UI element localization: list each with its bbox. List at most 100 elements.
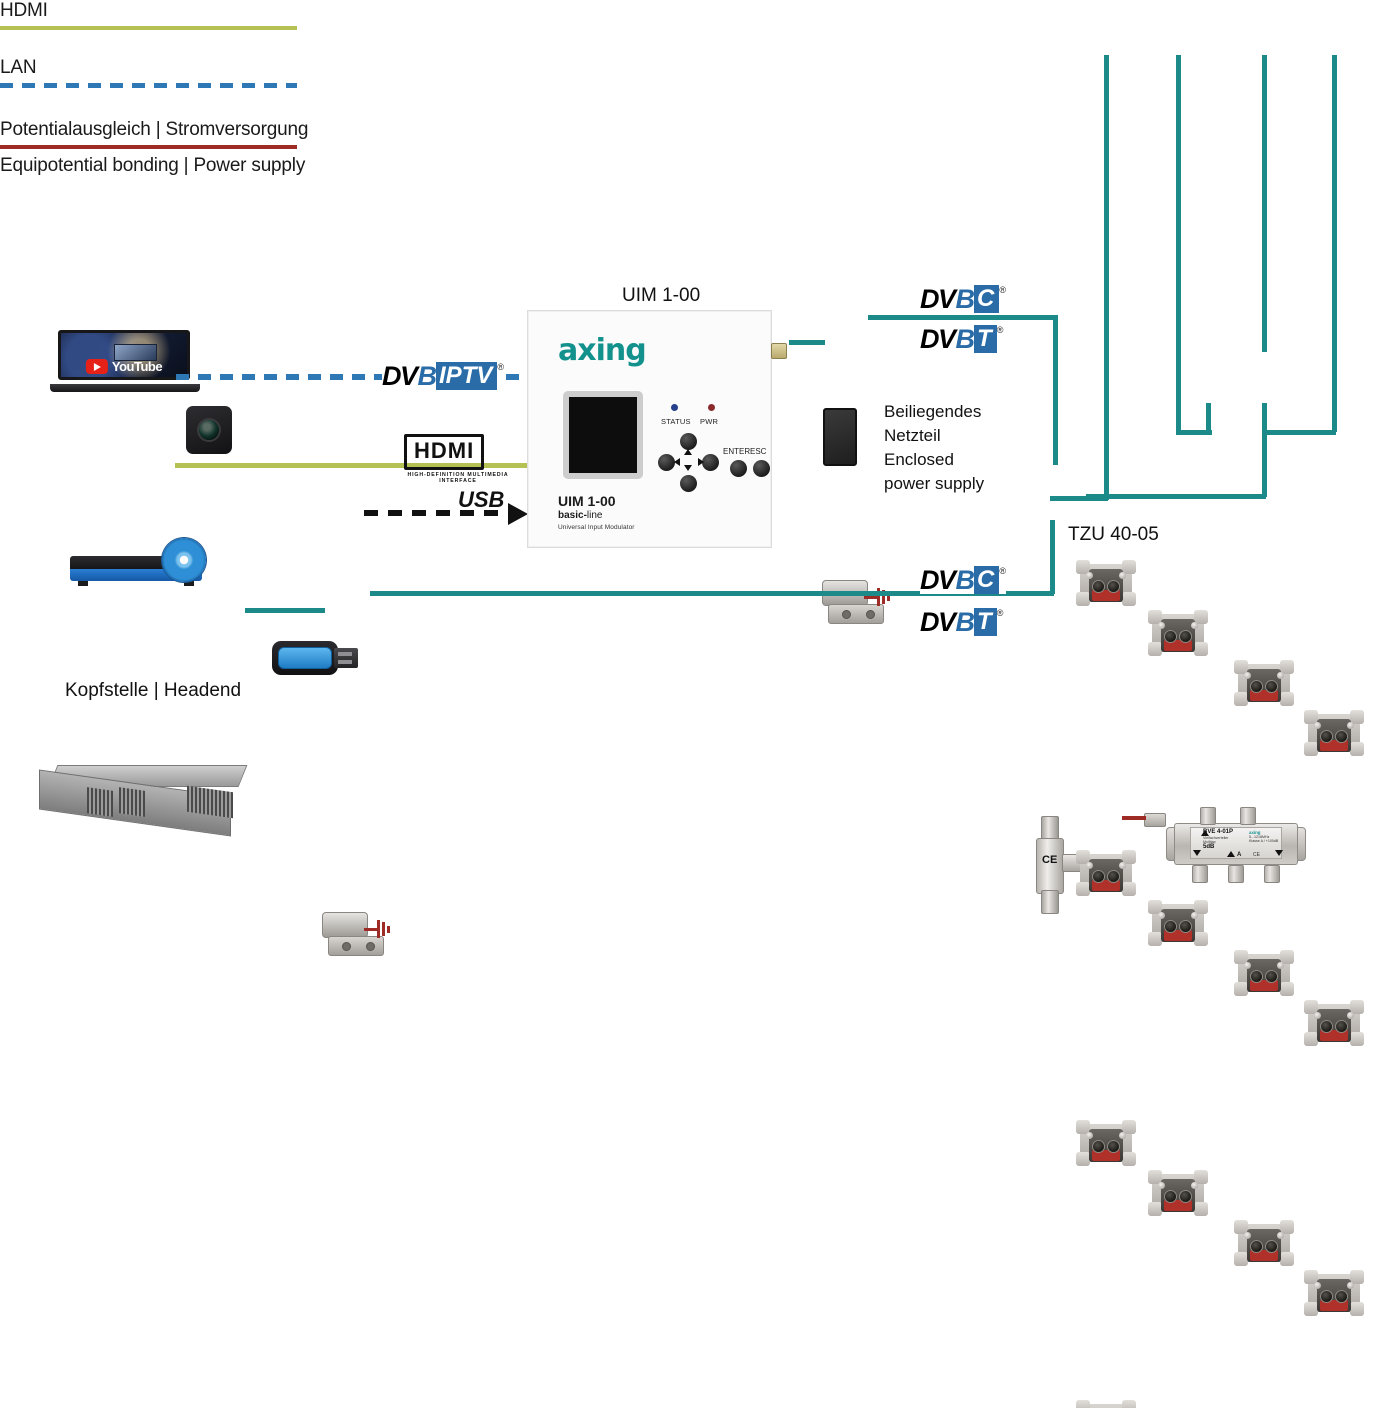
splitter-ground-tab xyxy=(1144,813,1166,827)
outlet-screw xyxy=(1347,722,1354,729)
psu-line-3: Enclosed xyxy=(884,450,954,469)
device-model-label: UIM 1-00 xyxy=(558,493,616,509)
outlet-ear xyxy=(1304,1302,1318,1316)
outlet-ear xyxy=(1234,660,1248,674)
badge-dvb-t-top: DV B T ® xyxy=(920,324,1004,354)
tzu-label: TZU 40-05 xyxy=(1068,524,1159,545)
status-led-icon xyxy=(671,404,678,411)
outlet-ear xyxy=(1076,1152,1090,1166)
outlet-screw xyxy=(1314,722,1321,729)
camera-lens-icon xyxy=(197,418,221,442)
cable-power-horizontal xyxy=(770,512,838,517)
outlet-screw xyxy=(1347,1012,1354,1019)
badge-registered-mark: ® xyxy=(996,608,1004,618)
outlet-ear xyxy=(1148,610,1162,624)
outlet-ear xyxy=(1122,1152,1136,1166)
tzu-body xyxy=(1036,838,1064,894)
outlet-ear xyxy=(1280,1252,1294,1266)
navigation-pad[interactable] xyxy=(658,433,719,492)
headend-label: Kopfstelle | Headend xyxy=(65,680,242,701)
outlet-ear xyxy=(1076,1400,1090,1408)
outlet-red-insert xyxy=(1250,690,1278,701)
outlet-screw xyxy=(1314,1012,1321,1019)
outlet-ear xyxy=(1122,882,1136,896)
outlet-tv-socket-icon xyxy=(1320,1290,1333,1303)
ground-symbol-icon xyxy=(864,588,890,606)
outlet-tv-socket-icon xyxy=(1092,870,1105,883)
usb-connector xyxy=(334,648,358,668)
wall-outlet xyxy=(1234,948,1294,998)
axing-logo: axing xyxy=(558,333,647,368)
esc-button-group[interactable]: ESC xyxy=(750,447,770,477)
chevron-right-icon xyxy=(698,458,704,466)
outlet-ear xyxy=(1234,1252,1248,1266)
outlet-ear xyxy=(1280,692,1294,706)
ground-symbol-icon xyxy=(364,920,390,938)
outlet-ear xyxy=(1122,592,1136,606)
cable-coax-column1-feed xyxy=(1050,496,1108,501)
outlet-ear xyxy=(1194,642,1208,656)
nav-down-button[interactable] xyxy=(680,475,697,492)
outlet-tv-socket-icon xyxy=(1320,730,1333,743)
bve-splitter-device: BVE 4-01P Vielfachverteiler Multitap 5dB… xyxy=(1122,807,1306,885)
power-led-icon xyxy=(708,404,715,411)
outlet-radio-socket-icon xyxy=(1265,680,1278,693)
led-power-group: PWR xyxy=(700,404,718,426)
hdmi-wordmark: HDMI xyxy=(414,438,475,463)
cable-coax-riser xyxy=(1053,315,1058,465)
cable-coax-uim-to-ground xyxy=(789,340,825,345)
outlet-tv-socket-icon xyxy=(1250,1240,1263,1253)
cable-coax-headend-long xyxy=(370,591,1054,596)
youtube-wordmark: YouTube xyxy=(111,359,163,374)
esc-button[interactable] xyxy=(753,460,770,477)
tzu-input-port xyxy=(1041,816,1059,840)
tzu-output-port xyxy=(1041,890,1059,914)
legend-rule-hdmi xyxy=(0,26,297,30)
uim-device: axing STATUS PWR ENTER ESC xyxy=(527,310,787,548)
splitter-label-plate: BVE 4-01P Vielfachverteiler Multitap 5dB… xyxy=(1190,827,1283,859)
mounting-hole xyxy=(842,610,851,619)
outlet-red-insert xyxy=(1092,590,1120,601)
outlet-screw xyxy=(1119,862,1126,869)
enter-button[interactable] xyxy=(730,460,747,477)
outlet-ear xyxy=(1148,932,1162,946)
outlet-screw xyxy=(1244,962,1251,969)
direction-up-icon xyxy=(1227,851,1235,857)
nav-right-button[interactable] xyxy=(702,454,719,471)
splitter-bottom-port xyxy=(1264,865,1280,883)
nav-up-button[interactable] xyxy=(680,433,697,450)
cable-coax-tap-riser xyxy=(1262,425,1267,497)
badge-dvb-iptv: DV B IPTV ® xyxy=(382,362,504,390)
badge-b-text: B xyxy=(955,324,975,354)
nav-left-button[interactable] xyxy=(658,454,675,471)
outlet-screw xyxy=(1277,1232,1284,1239)
cable-coax-column-riser-4 xyxy=(1332,300,1337,432)
chevron-left-icon xyxy=(674,458,680,466)
tzu-tap-device: CE xyxy=(1030,816,1088,914)
wall-outlet xyxy=(1304,1268,1364,1318)
legend-label-hdmi: HDMI xyxy=(0,0,48,21)
device-subtitle: Universal Input Modulator xyxy=(558,524,635,531)
outlet-radio-socket-icon xyxy=(1107,1140,1120,1153)
badge-registered-mark: ® xyxy=(999,285,1006,295)
laptop-source: YouTube xyxy=(50,330,200,392)
badge-b-text: B xyxy=(417,361,437,391)
camera-source xyxy=(186,406,232,454)
psu-line-1: Beiliegendes xyxy=(884,402,982,421)
outlet-screw xyxy=(1277,672,1284,679)
outlet-ear xyxy=(1122,1400,1136,1408)
outlet-tv-socket-icon xyxy=(1092,1140,1105,1153)
outlet-screw xyxy=(1244,672,1251,679)
wall-outlet xyxy=(1304,708,1364,758)
outlet-screw xyxy=(1158,1182,1165,1189)
psu-line-2: Netzteil xyxy=(884,426,941,445)
outlet-tv-socket-icon xyxy=(1164,920,1177,933)
badge-dv-text: DV xyxy=(920,607,956,637)
mounting-hole xyxy=(866,610,875,619)
outlet-screw xyxy=(1277,962,1284,969)
disc-icon xyxy=(162,538,206,582)
direction-down-icon xyxy=(1275,850,1283,856)
enter-button-group[interactable]: ENTER xyxy=(723,447,750,477)
badge-dvb-c-bottom: DV B C ® xyxy=(920,566,1006,594)
outlet-grid xyxy=(0,540,1364,1408)
